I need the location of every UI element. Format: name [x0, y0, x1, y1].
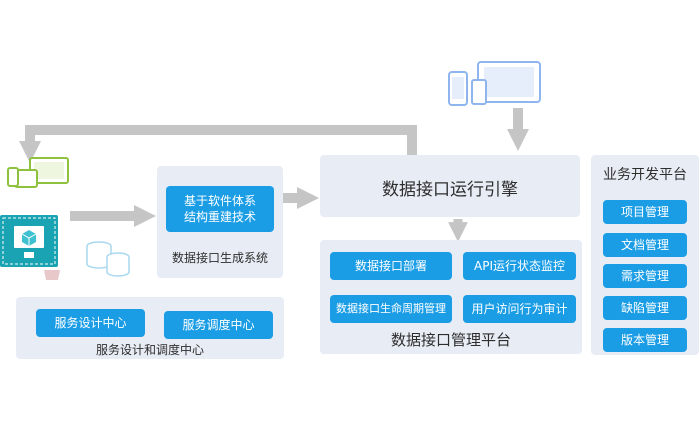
requirement-management-button[interactable]: 需求管理 — [603, 264, 687, 288]
tech-button-line2: 结构重建技术 — [183, 210, 256, 224]
engine-title: 数据接口运行引擎 — [382, 180, 518, 200]
engine-panel — [320, 155, 580, 217]
feedback-loop-arrow — [18, 125, 417, 164]
api-monitor-button[interactable]: API运行状态监控 — [463, 252, 576, 280]
defect-management-button[interactable]: 缺陷管理 — [603, 296, 687, 320]
management-platform-title: 数据接口管理平台 — [390, 331, 511, 349]
mobile-devices-icon — [448, 61, 541, 106]
generation-system-title: 数据接口生成系统 — [171, 251, 268, 265]
desktop-cube-icon — [0, 215, 60, 280]
service-design-button[interactable]: 服务设计中心 — [36, 309, 145, 337]
access-audit-button[interactable]: 用户访问行为审计 — [463, 295, 576, 323]
software-architecture-rebuild-button[interactable]: 基于软件体系 结构重建技术 — [166, 186, 274, 232]
document-management-button[interactable]: 文档管理 — [603, 233, 687, 257]
database-icon — [86, 241, 130, 277]
green-devices-icon — [7, 157, 69, 188]
lifecycle-management-button[interactable]: 数据接口生命周期管理 — [330, 295, 452, 323]
project-management-button[interactable]: 项目管理 — [603, 200, 687, 224]
tech-button-line1: 基于软件体系 — [183, 194, 256, 208]
service-center-title: 服务设计和调度中心 — [95, 343, 204, 357]
version-management-button[interactable]: 版本管理 — [603, 328, 687, 352]
business-platform-title: 业务开发平台 — [603, 167, 687, 183]
interface-deploy-button[interactable]: 数据接口部署 — [330, 252, 452, 280]
service-scheduling-button[interactable]: 服务调度中心 — [164, 311, 273, 339]
